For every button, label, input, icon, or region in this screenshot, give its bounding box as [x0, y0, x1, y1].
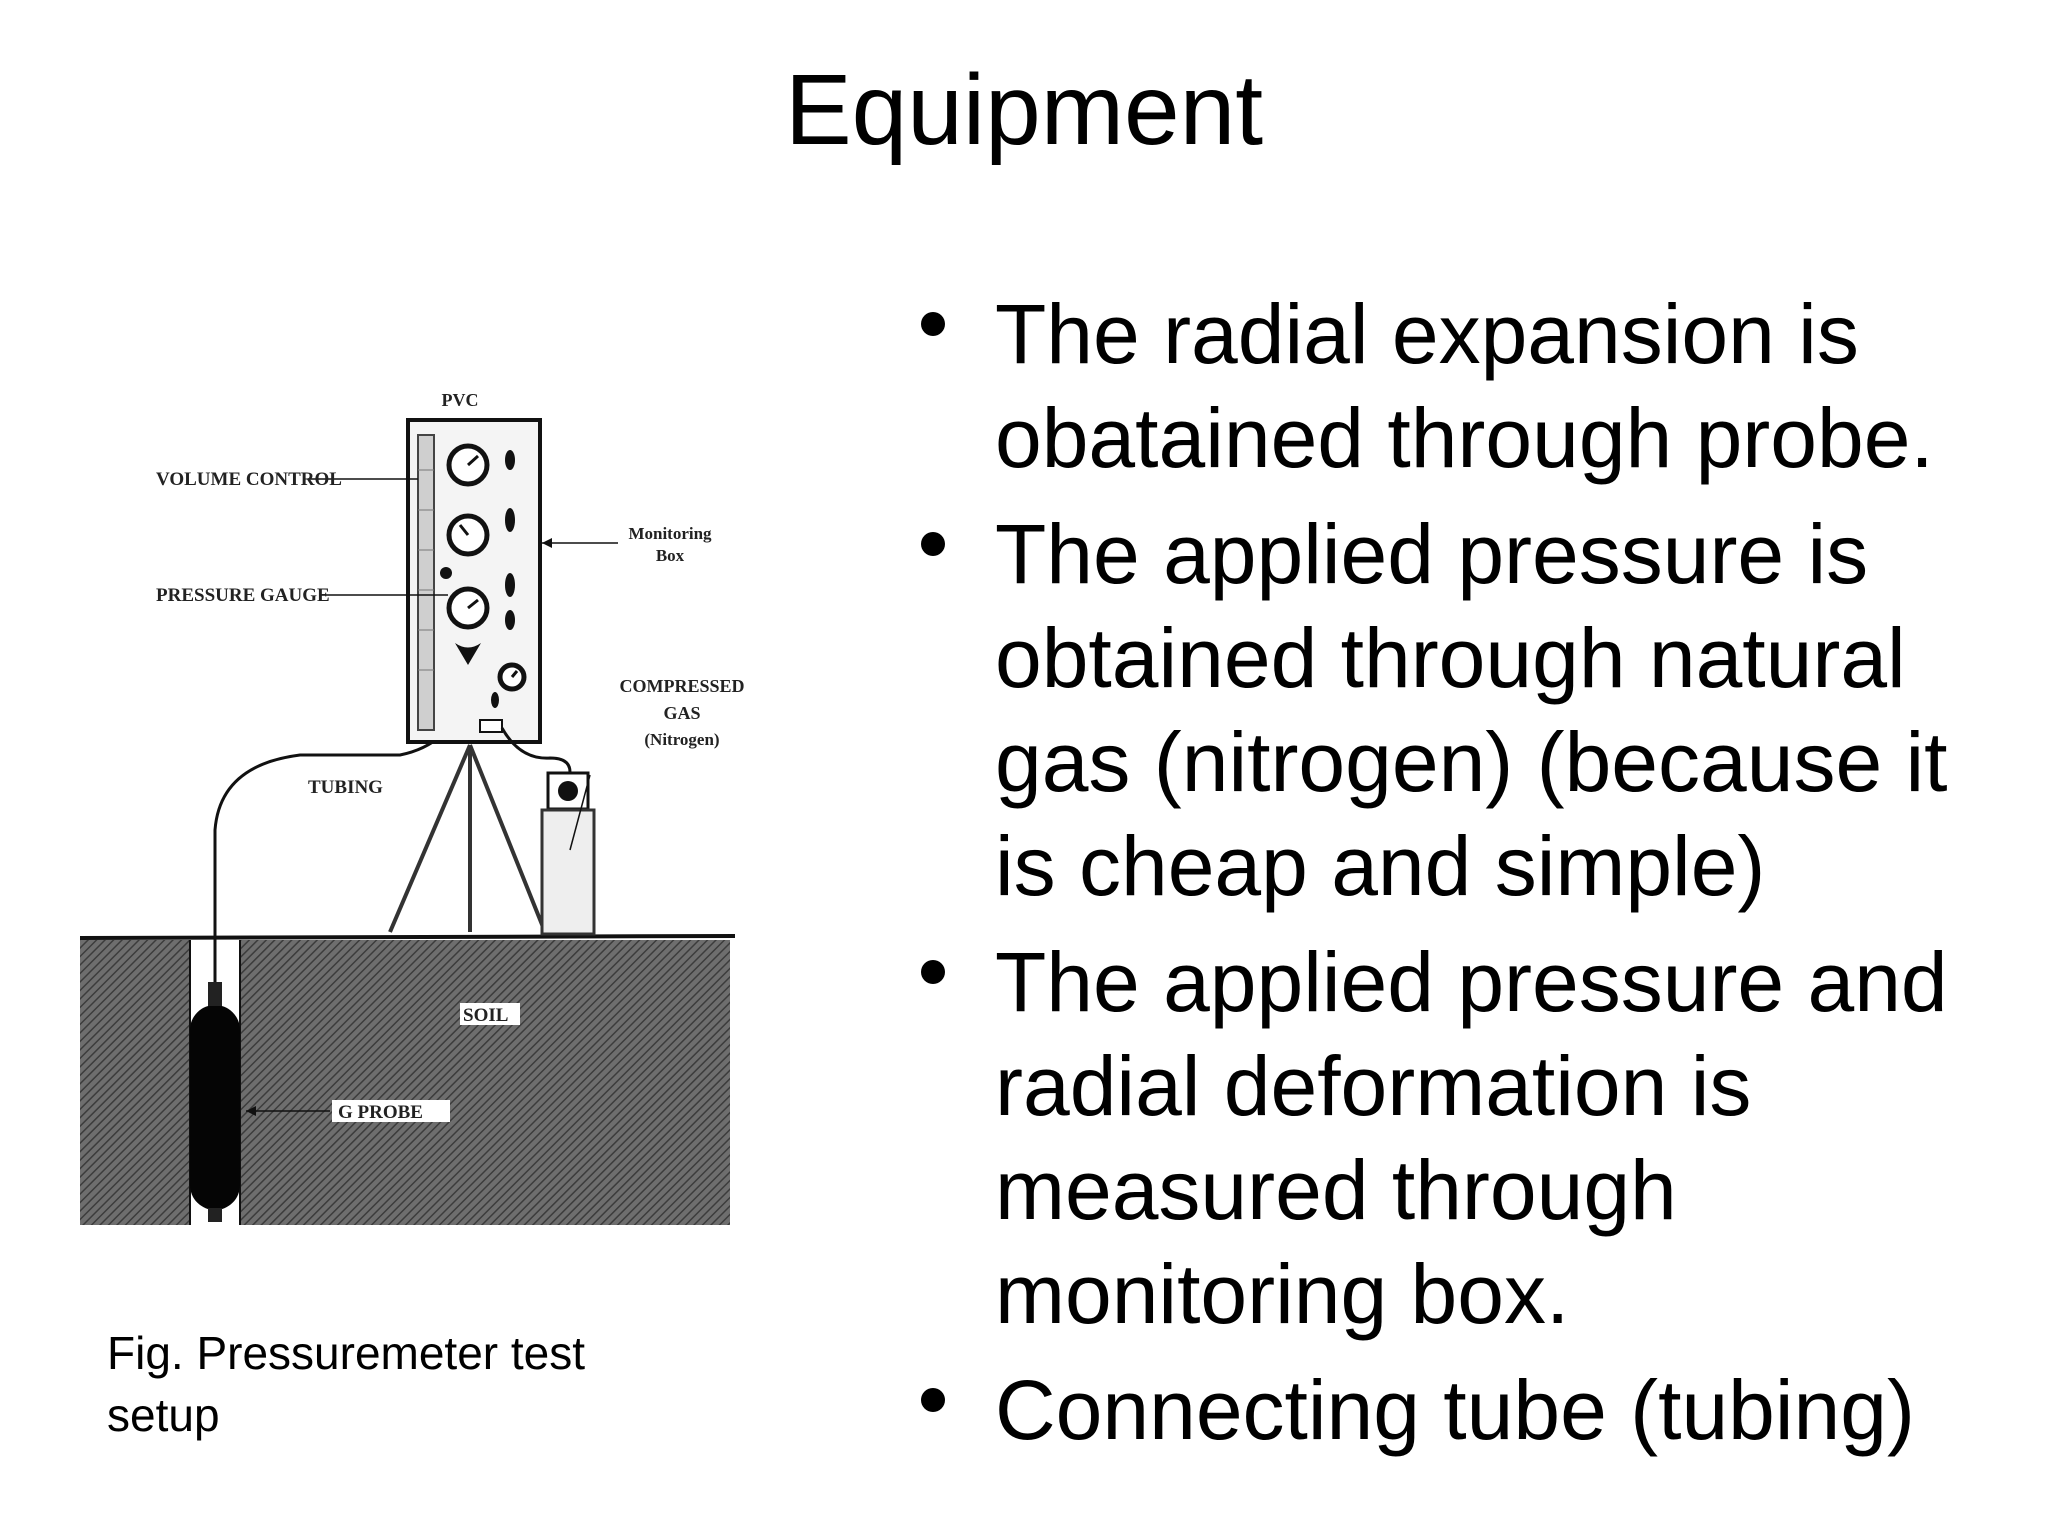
- tripod: [388, 744, 547, 933]
- bullet-text: The applied pressure is obtained through…: [995, 507, 1948, 913]
- bullet-item: The applied pressure is obtained through…: [905, 502, 2025, 918]
- gas-cylinder: [540, 771, 596, 936]
- label-pressure-gauge: PRESSURE GAUGE: [156, 585, 330, 606]
- label-compressed-gas-3: (Nitrogen): [644, 730, 719, 749]
- pressuremeter-diagram: PVC VOLUME CONTROL PRESSURE GAUGE Monito…: [79, 390, 745, 1225]
- label-soil: SOIL: [463, 1005, 508, 1026]
- bullet-dot-icon: [921, 1388, 945, 1412]
- label-compressed-gas-2: GAS: [663, 703, 700, 723]
- g-probe-body: [190, 1005, 240, 1210]
- bullet-list: The radial expansion is obatained throug…: [905, 282, 2025, 1474]
- tubing-line: [213, 733, 443, 982]
- bullet-dot-icon: [921, 312, 945, 336]
- bullet-item: The applied pressure and radial deformat…: [905, 930, 2025, 1346]
- soil-left-block: [80, 940, 190, 1225]
- bullet-text: The radial expansion is obatained throug…: [995, 287, 1934, 485]
- bullet-text: The applied pressure and radial deformat…: [995, 935, 1948, 1341]
- label-monitoring-box-1: Monitoring: [628, 524, 712, 543]
- label-tubing: TUBING: [308, 777, 383, 798]
- bullet-dot-icon: [921, 960, 945, 984]
- soil-right-block: [240, 940, 730, 1225]
- bullet-item: Connecting tube (tubing): [905, 1358, 2025, 1462]
- bullet-text: Connecting tube (tubing): [995, 1363, 1915, 1457]
- label-pvc: PVC: [442, 390, 479, 410]
- label-volume-control: VOLUME CONTROL: [156, 469, 342, 490]
- bullet-item: The radial expansion is obatained throug…: [905, 282, 2025, 490]
- slide-title: Equipment: [784, 54, 1264, 166]
- figure-caption: Fig. Pressuremeter test setup: [107, 1327, 586, 1441]
- monitoring-box: [406, 418, 542, 744]
- label-g-probe: G PROBE: [338, 1102, 423, 1123]
- label-compressed-gas-1: COMPRESSED: [619, 676, 744, 696]
- pressuremeter-figure: PVC VOLUME CONTROL PRESSURE GAUGE Monito…: [70, 380, 770, 1240]
- ground-surface-line: [79, 934, 736, 940]
- bullet-dot-icon: [921, 532, 945, 556]
- label-monitoring-box-2: Box: [656, 546, 685, 565]
